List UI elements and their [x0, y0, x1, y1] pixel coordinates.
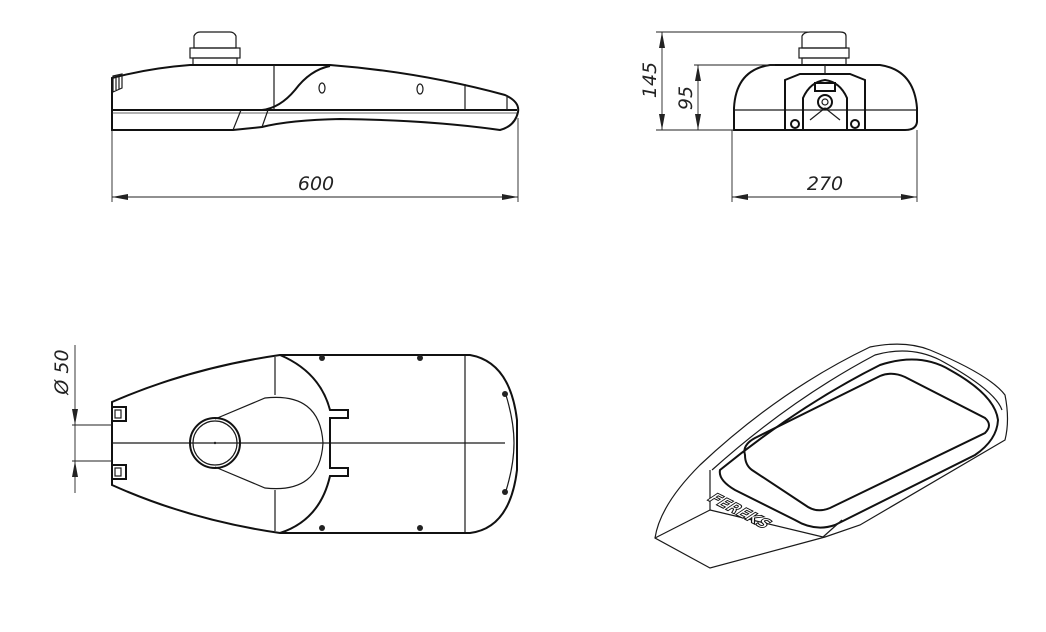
dimension-width: 270 [731, 130, 918, 202]
side-s-curve [261, 65, 331, 111]
width-label: 270 [807, 173, 843, 195]
front-view: 145 95 270 [639, 31, 918, 202]
dimension-mount-diameter: Ø 50 [51, 345, 112, 493]
iso-body-outline [654, 343, 1009, 569]
body-height-label: 95 [675, 86, 697, 110]
plan-screws [319, 355, 508, 531]
plan-mount-circle [189, 417, 241, 469]
front-body-outline [733, 64, 918, 131]
total-height-label: 145 [639, 62, 661, 98]
isometric-view: FEREKS [654, 343, 1009, 569]
plan-view: Ø 50 [51, 345, 518, 534]
dimension-length: 600 [111, 118, 519, 202]
dimension-total-height: 145 [639, 31, 820, 131]
plan-body-outline [111, 354, 518, 534]
side-hole [318, 82, 326, 94]
side-hole [416, 83, 424, 95]
iso-lens [743, 372, 990, 512]
front-cap [798, 31, 850, 66]
side-cap [189, 31, 241, 66]
side-body-outline [111, 64, 520, 132]
mount-diameter-label: Ø 50 [51, 349, 73, 395]
dimension-body-height: 95 [675, 64, 775, 130]
side-view: 600 [111, 31, 520, 202]
plan-teardrop [214, 396, 324, 490]
length-label: 600 [298, 173, 334, 195]
